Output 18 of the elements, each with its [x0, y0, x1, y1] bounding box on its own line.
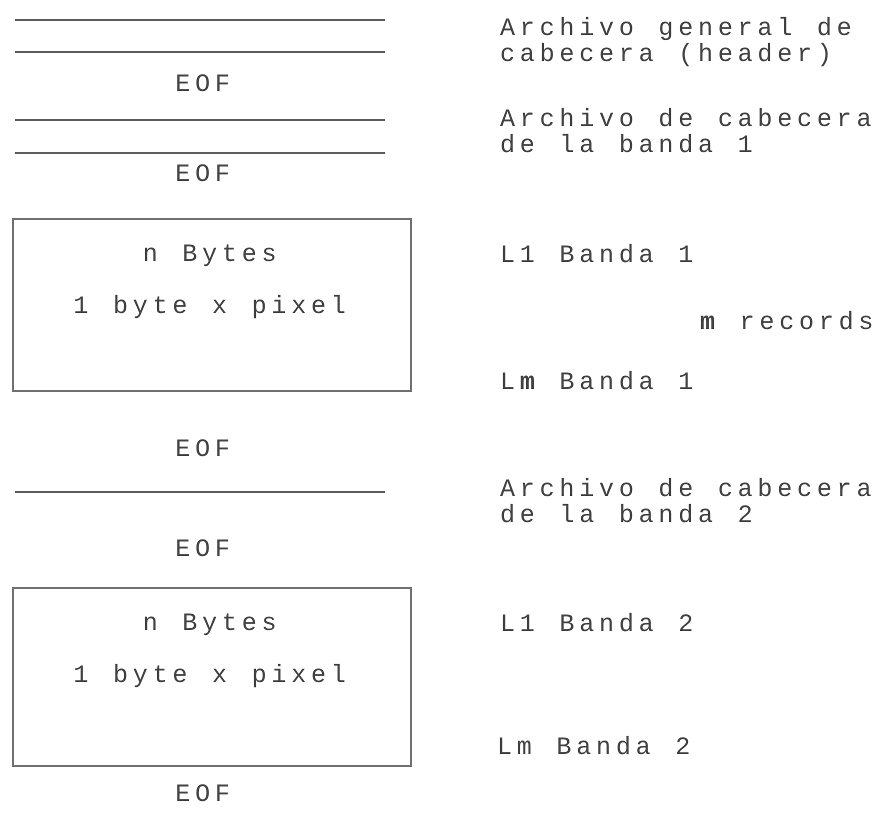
record-box: [12, 587, 412, 767]
record-box: [12, 218, 412, 392]
record-count-label: m records: [700, 310, 880, 336]
header-file-label: Archivo general de cabecera (header): [500, 16, 858, 68]
pixel-size-text: 1 byte x pixel: [72, 294, 352, 320]
eof-label: EOF: [174, 782, 236, 808]
byte-count-text: n Bytes: [142, 611, 282, 637]
record-label: L1 Banda 2: [500, 612, 700, 638]
eof-label: EOF: [174, 72, 236, 98]
eof-label: EOF: [174, 437, 236, 463]
band-header-label: Archivo de cabecera de la banda 2: [500, 477, 878, 529]
byte-count-text: n Bytes: [142, 242, 282, 268]
record-label: L1 Banda 1: [500, 243, 700, 269]
pixel-size-text: 1 byte x pixel: [72, 663, 352, 689]
eof-label: EOF: [174, 537, 236, 563]
eof-label: EOF: [174, 162, 236, 188]
band-header-label: Archivo de cabecera de la banda 1: [500, 107, 878, 159]
record-label: Lm Banda 2: [497, 735, 696, 761]
